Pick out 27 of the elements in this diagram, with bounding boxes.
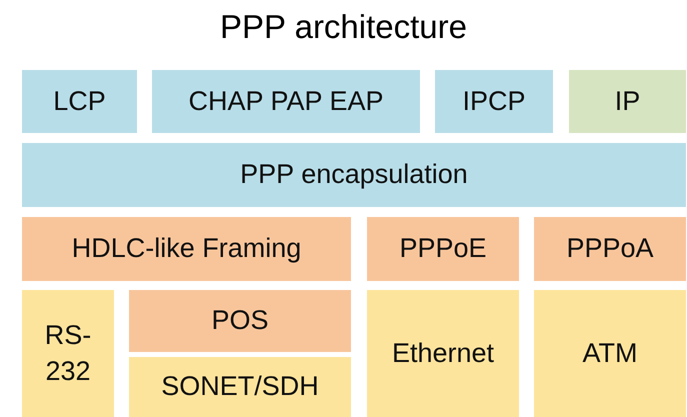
layer-label: Ethernet: [392, 336, 494, 370]
layer-box: [569, 70, 686, 133]
layer-label: RS-232: [44, 319, 92, 388]
layer-box: [367, 217, 519, 281]
layer-label: SONET/SDH: [161, 370, 319, 404]
diagram-title: PPP architecture: [218, 8, 468, 46]
layer-box: [129, 357, 351, 417]
layer-box: [22, 143, 686, 207]
layer-label: POS: [211, 304, 269, 338]
layer-box: [534, 217, 686, 281]
layer-label: HDLC-like Framing: [72, 232, 302, 266]
layer-label: ATM: [582, 336, 638, 370]
layer-box: [22, 217, 351, 281]
layer-label: IP: [614, 84, 640, 118]
layer-label: PPP encapsulation: [240, 158, 468, 192]
layer-label: LCP: [53, 84, 106, 118]
layer-box: [435, 70, 553, 133]
layer-label: PPPoA: [566, 232, 654, 266]
layer-box: [22, 290, 114, 417]
layer-box: [534, 290, 686, 417]
layer-label: IPCP: [462, 84, 526, 118]
layer-box: [152, 70, 420, 133]
layer-label: CHAP PAP EAP: [188, 84, 384, 118]
layer-box: [22, 70, 137, 133]
layer-box: [367, 290, 519, 417]
layer-label: PPPoE: [399, 232, 487, 266]
layer-box: [129, 290, 351, 352]
